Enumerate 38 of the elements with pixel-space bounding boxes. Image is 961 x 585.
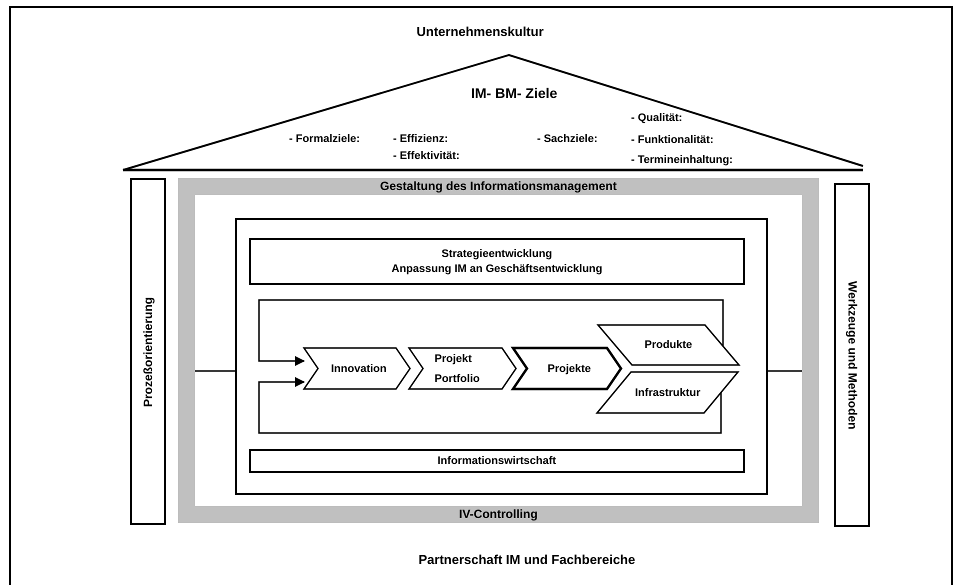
step-label: Produkte xyxy=(644,338,692,352)
step-label: Projekt Portfolio xyxy=(434,352,481,386)
connector-line xyxy=(768,370,802,372)
feedback-arrow xyxy=(258,299,724,366)
step-label: Infrastruktur xyxy=(635,386,700,400)
pillar-label: Prozeßorientierung xyxy=(142,296,154,407)
pillar xyxy=(130,178,166,525)
goal-label: - Qualität: xyxy=(631,112,682,124)
box-label: Informationswirtschaft xyxy=(438,454,556,468)
step-label: Innovation xyxy=(331,362,387,376)
roof-heading: IM- BM- Ziele xyxy=(471,84,558,102)
step-label: Projekte xyxy=(548,362,591,376)
chevron-shape xyxy=(304,348,410,389)
parallelogram-shape xyxy=(597,372,738,413)
feedback-arrow xyxy=(258,377,722,434)
roof-triangle xyxy=(123,55,863,170)
goal-label: - Effizienz: xyxy=(393,132,448,146)
box-label: Strategieentwicklung xyxy=(442,247,552,261)
pillar-label: Werkzeuge und Methoden xyxy=(846,281,858,430)
band-label: IV-Controlling xyxy=(459,506,538,522)
goal-label: - Effektivität: xyxy=(393,150,460,162)
band-label: Gestaltung des Informationsmanagement xyxy=(380,178,617,194)
inner-box xyxy=(235,218,768,495)
connector-line xyxy=(195,370,235,372)
title: Unternehmenskultur xyxy=(416,24,544,40)
box-label: Anpassung IM an Geschäftsentwicklung xyxy=(392,262,602,276)
goal-label: - Funktionalität: xyxy=(631,134,714,146)
goal-label: - Formalziele: xyxy=(289,132,360,146)
parallelogram-shape xyxy=(598,325,739,365)
process-box xyxy=(249,449,745,473)
process-box xyxy=(249,238,745,285)
frame-band xyxy=(178,178,819,523)
chevron-shape xyxy=(409,348,516,389)
caption: Partnerschaft IM und Fachbereiche xyxy=(418,552,636,568)
goal-label: - Termineinhaltung: xyxy=(631,154,733,166)
chevron-shape xyxy=(513,348,621,389)
goal-label: - Sachziele: xyxy=(537,132,598,146)
pillar xyxy=(834,183,870,527)
